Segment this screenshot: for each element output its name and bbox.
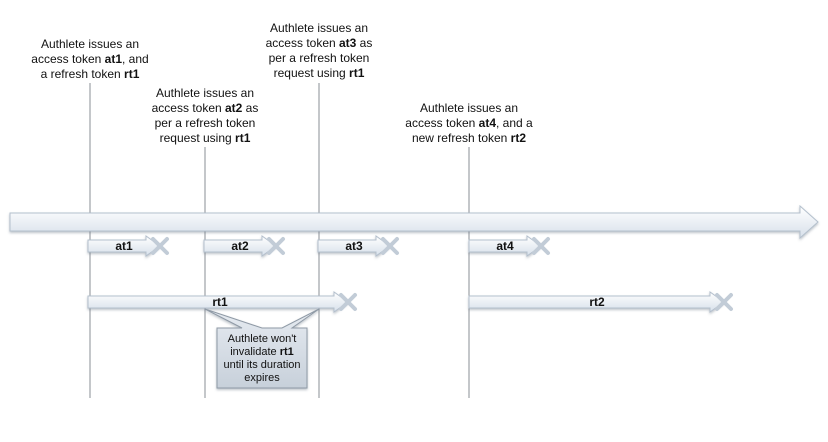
token-label-at1: at1 [115,239,133,253]
token-label-at4: at4 [496,239,514,253]
callout-box [204,308,320,389]
at1-expiry-cross-icon [151,237,169,255]
token-label-rt1: rt1 [212,295,228,309]
token-label-rt2: rt2 [589,295,605,309]
rt1-expiry-cross-icon [339,293,357,311]
at2-expiry-cross-icon [267,237,285,255]
timeline-arrow [9,204,819,240]
at3-expiry-cross-icon [381,237,399,255]
note-issue-at3: Authlete issues an access token at3 as p… [265,21,373,80]
token-label-at3: at3 [345,239,363,253]
token-label-at2: at2 [231,239,249,253]
at4-expiry-cross-icon [532,237,550,255]
note-issue-at1-rt1: Authlete issues an access token at1, and… [31,37,149,81]
note-issue-at2: Authlete issues an access token at2 as p… [151,86,259,145]
note-issue-at4-rt2: Authlete issues an access token at4, and… [405,101,533,145]
callout-text: Authlete won't invalidate rt1 until its … [223,333,301,384]
rt2-expiry-cross-icon [715,293,733,311]
